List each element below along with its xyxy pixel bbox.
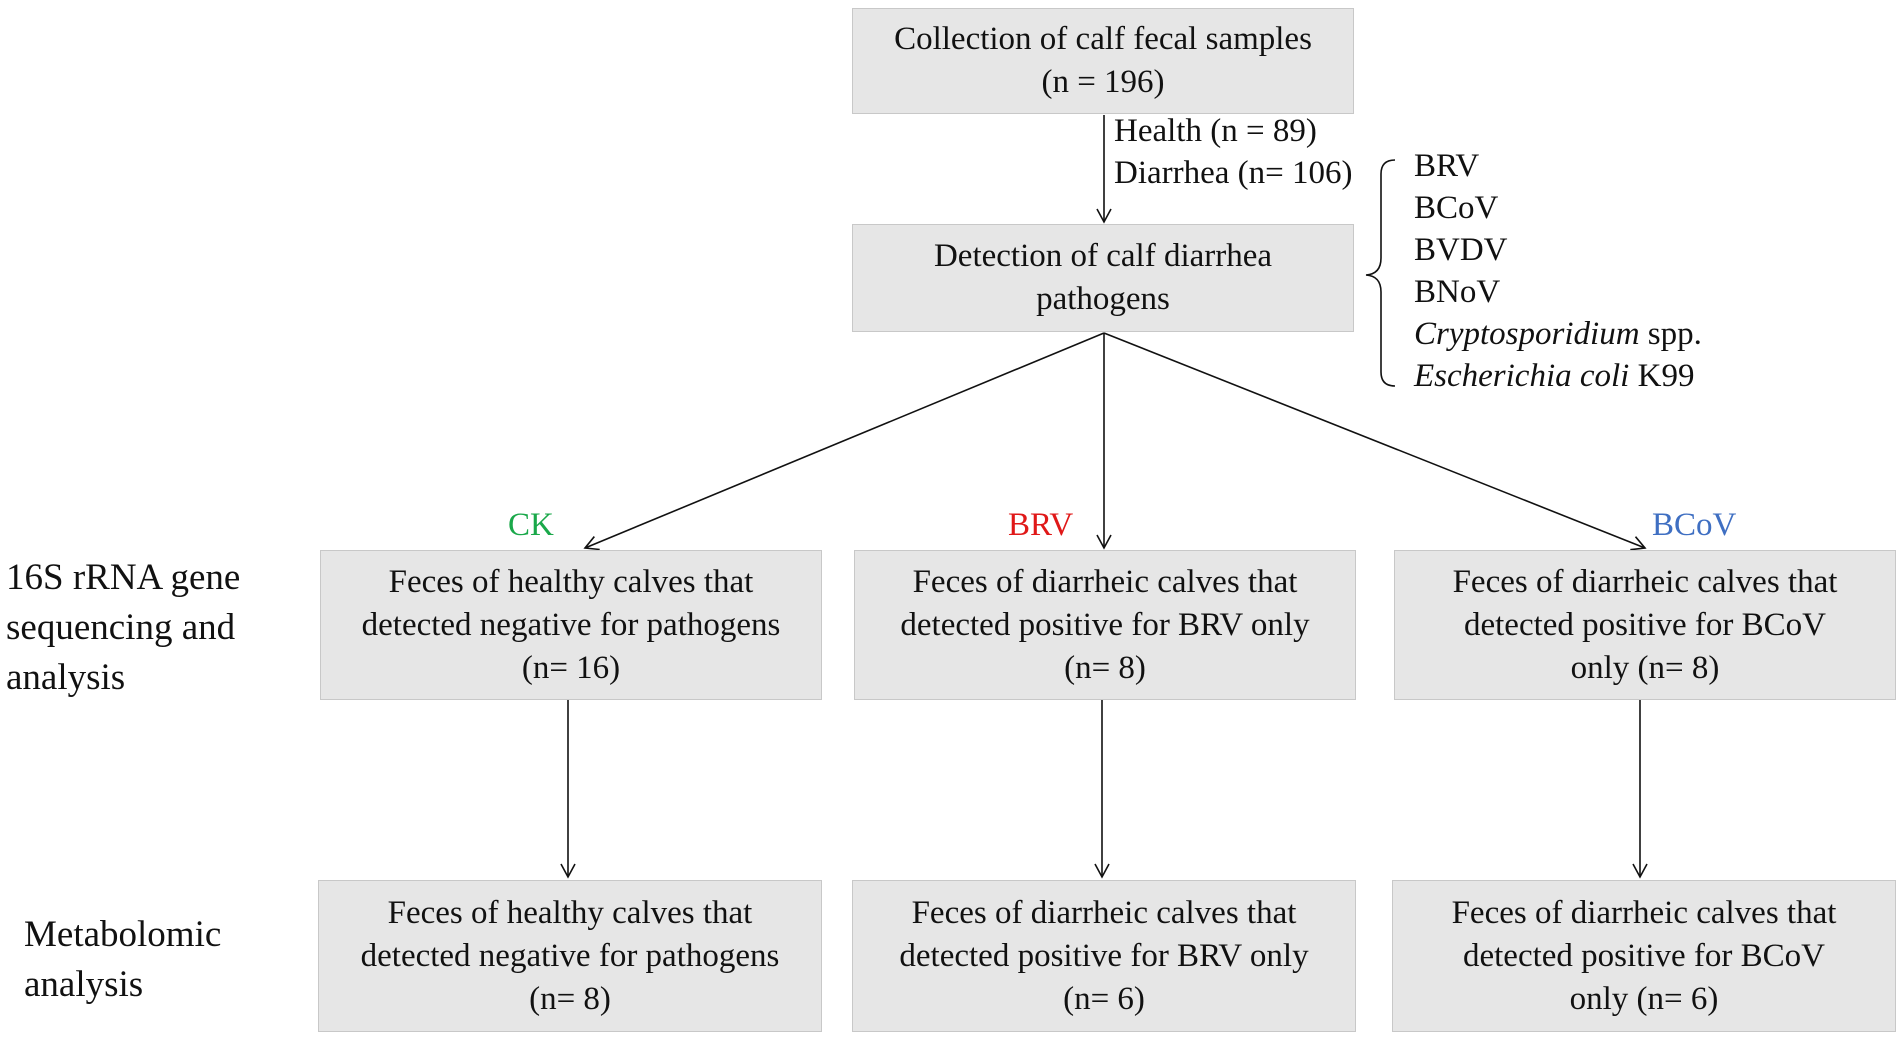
pathogen-item: BCoV	[1414, 190, 1499, 226]
pathogen-item: BVDV	[1414, 232, 1508, 268]
collection-count: (n = 196)	[1041, 64, 1165, 100]
collection-box: Collection of calf fecal samples (n = 19…	[852, 8, 1354, 114]
diarrhea-count-label: Diarrhea (n= 106)	[1114, 155, 1353, 191]
pathogen-item: Escherichia coli K99	[1414, 355, 1702, 397]
pathogen-bracket	[1365, 159, 1396, 387]
box-line: detected positive for BCoV	[1462, 937, 1825, 974]
health-count-label: Health (n = 89)	[1114, 113, 1317, 149]
pathogen-genus: Cryptosporidium	[1414, 316, 1640, 352]
box-line: Feces of diarrheic calves that	[912, 563, 1298, 600]
row-label-line: analysis	[24, 964, 144, 1005]
box-line: (n= 6)	[1063, 980, 1145, 1017]
detection-title-line2: pathogens	[1036, 281, 1170, 317]
pathogen-suffix: spp.	[1639, 316, 1702, 352]
box-line: detected positive for BRV only	[899, 937, 1309, 974]
row-label-line: Metabolomic	[24, 914, 222, 955]
box-line: (n= 16)	[521, 649, 621, 686]
box-line: (n= 8)	[1064, 649, 1146, 686]
pathogen-item: BNoV	[1414, 274, 1501, 310]
box-line: only (n= 6)	[1569, 980, 1719, 1017]
box-line: Feces of healthy calves that	[387, 894, 753, 931]
pathogen-item: BRV	[1414, 148, 1480, 184]
box-line: Feces of diarrheic calves that	[911, 894, 1297, 931]
box-line: detected negative for pathogens	[360, 937, 780, 974]
row-label-line: sequencing and	[6, 607, 236, 648]
box-line: Feces of diarrheic calves that	[1452, 563, 1838, 600]
group-label-brv: BRV	[1008, 507, 1074, 543]
box-line: detected positive for BRV only	[900, 606, 1310, 643]
seq-box-brv: Feces of diarrheic calves that detected …	[854, 550, 1356, 700]
seq-box-ck: Feces of healthy calves that detected ne…	[320, 550, 822, 700]
row-label-sequencing: 16S rRNA gene sequencing and analysis	[6, 553, 240, 703]
pathogen-list: BRV BCoV BVDV BNoV Cryptosporidium spp. …	[1414, 145, 1702, 397]
row-label-metabolomic: Metabolomic analysis	[24, 910, 221, 1010]
collection-title: Collection of calf fecal samples	[894, 21, 1312, 57]
arrow-detection-to-ck	[583, 332, 1105, 551]
arrow-detection-to-bcov	[1103, 332, 1647, 551]
met-box-bcov: Feces of diarrheic calves that detected …	[1392, 880, 1896, 1032]
group-label-ck: CK	[508, 507, 554, 543]
met-box-ck: Feces of healthy calves that detected ne…	[318, 880, 822, 1032]
pathogen-item: Cryptosporidium spp.	[1414, 313, 1702, 355]
box-line: only (n= 8)	[1570, 649, 1720, 686]
box-line: Feces of healthy calves that	[388, 563, 754, 600]
detection-box: Detection of calf diarrhea pathogens	[852, 224, 1354, 332]
box-line: detected negative for pathogens	[361, 606, 781, 643]
row-label-line: analysis	[6, 657, 126, 698]
pathogen-suffix: K99	[1629, 358, 1695, 394]
box-line: (n= 8)	[529, 980, 611, 1017]
row-label-line: 16S rRNA gene	[6, 557, 241, 598]
box-line: detected positive for BCoV	[1463, 606, 1826, 643]
pathogen-species: Escherichia coli	[1414, 358, 1630, 394]
detection-title-line1: Detection of calf diarrhea	[933, 238, 1273, 274]
seq-box-bcov: Feces of diarrheic calves that detected …	[1394, 550, 1896, 700]
group-label-bcov: BCoV	[1652, 507, 1737, 543]
box-line: Feces of diarrheic calves that	[1451, 894, 1837, 931]
met-box-brv: Feces of diarrheic calves that detected …	[852, 880, 1356, 1032]
